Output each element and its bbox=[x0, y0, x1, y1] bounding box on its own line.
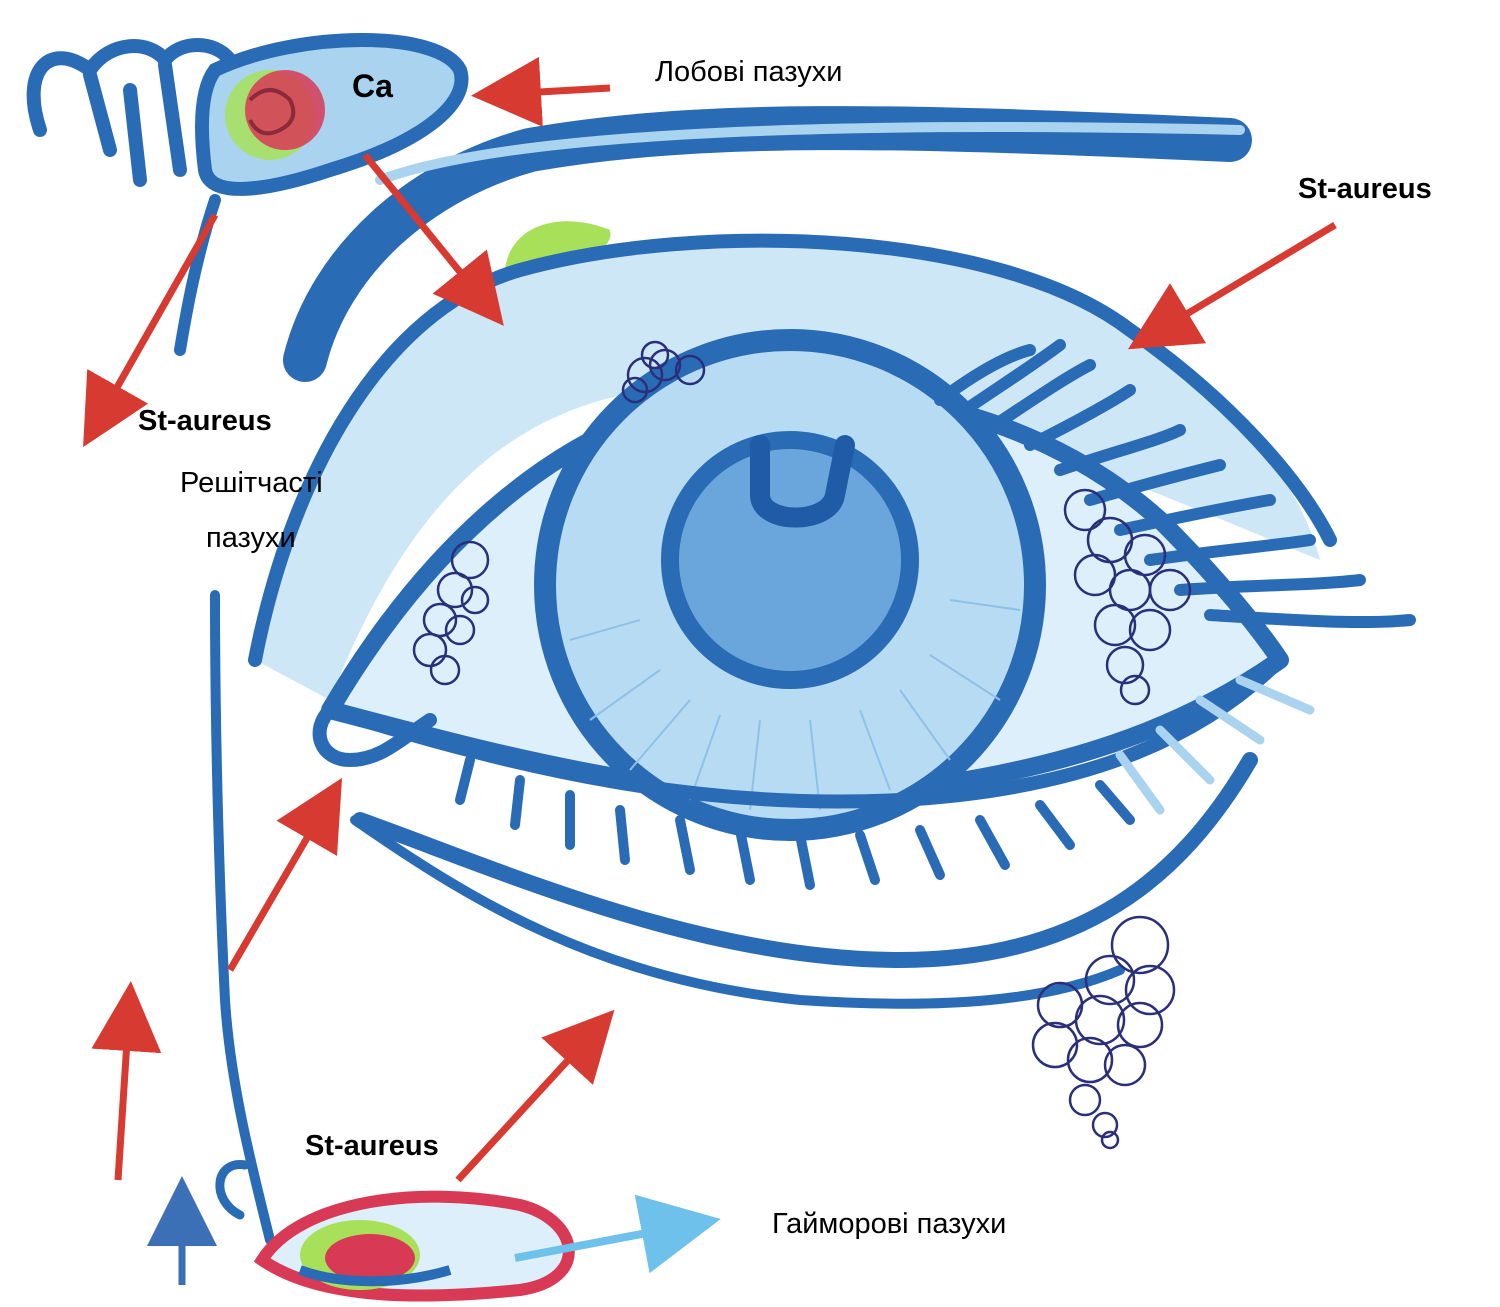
label-ethmoid-line2: пазухи bbox=[206, 522, 296, 554]
eye bbox=[321, 329, 1289, 841]
arrow-to-inner-corner bbox=[226, 777, 343, 972]
brow-curls bbox=[26, 38, 237, 187]
lower-lashes bbox=[455, 755, 1135, 890]
eyebrow bbox=[283, 106, 1252, 382]
arrow-frontal-to-eyelid bbox=[362, 152, 504, 326]
label-frontal-sinus: Лобові пазухи bbox=[655, 56, 843, 88]
bacteria-cluster-left bbox=[412, 540, 490, 686]
upper-lashes bbox=[934, 339, 1416, 629]
label-st-aureus-left: St-aureus bbox=[138, 405, 272, 437]
iris bbox=[661, 431, 919, 689]
label-ethmoid-line1: Решітчасті bbox=[180, 467, 323, 499]
nose-line bbox=[210, 590, 275, 1245]
arrow-maxillary-to-lid bbox=[455, 1009, 615, 1183]
pupil-mark bbox=[750, 435, 855, 528]
lower-lid-rim bbox=[327, 655, 1285, 809]
arrow-maxillary-light-blue bbox=[514, 1194, 721, 1274]
frontal-sinus bbox=[195, 33, 469, 196]
lower-eyelid-outline bbox=[352, 752, 1258, 969]
bacteria-cluster-lower bbox=[1031, 915, 1176, 1150]
label-st-aureus-bottom: St-aureus bbox=[305, 1130, 439, 1162]
bacteria-cluster-right bbox=[1063, 488, 1192, 706]
inner-corner bbox=[312, 703, 437, 768]
arrow-staureus-top-right bbox=[1127, 221, 1337, 350]
label-maxillary-sinus: Гайморові пазухи bbox=[772, 1208, 1007, 1240]
maxillary-sinus bbox=[253, 1190, 575, 1302]
lower-lid-fold bbox=[350, 815, 1125, 1009]
arrow-lower-left-up bbox=[91, 981, 162, 1181]
bacteria-cluster-upper bbox=[621, 340, 706, 404]
lower-lashes-light bbox=[1115, 675, 1315, 815]
arrow-to-frontal-sinus bbox=[471, 56, 611, 127]
label-ca: Ca bbox=[352, 68, 393, 104]
arrow-frontal-to-ethmoid bbox=[83, 213, 219, 448]
upper-lid-crease bbox=[248, 233, 1337, 667]
nostril-curl bbox=[215, 1160, 250, 1220]
label-st-aureus-top-right: St-aureus bbox=[1298, 173, 1432, 205]
